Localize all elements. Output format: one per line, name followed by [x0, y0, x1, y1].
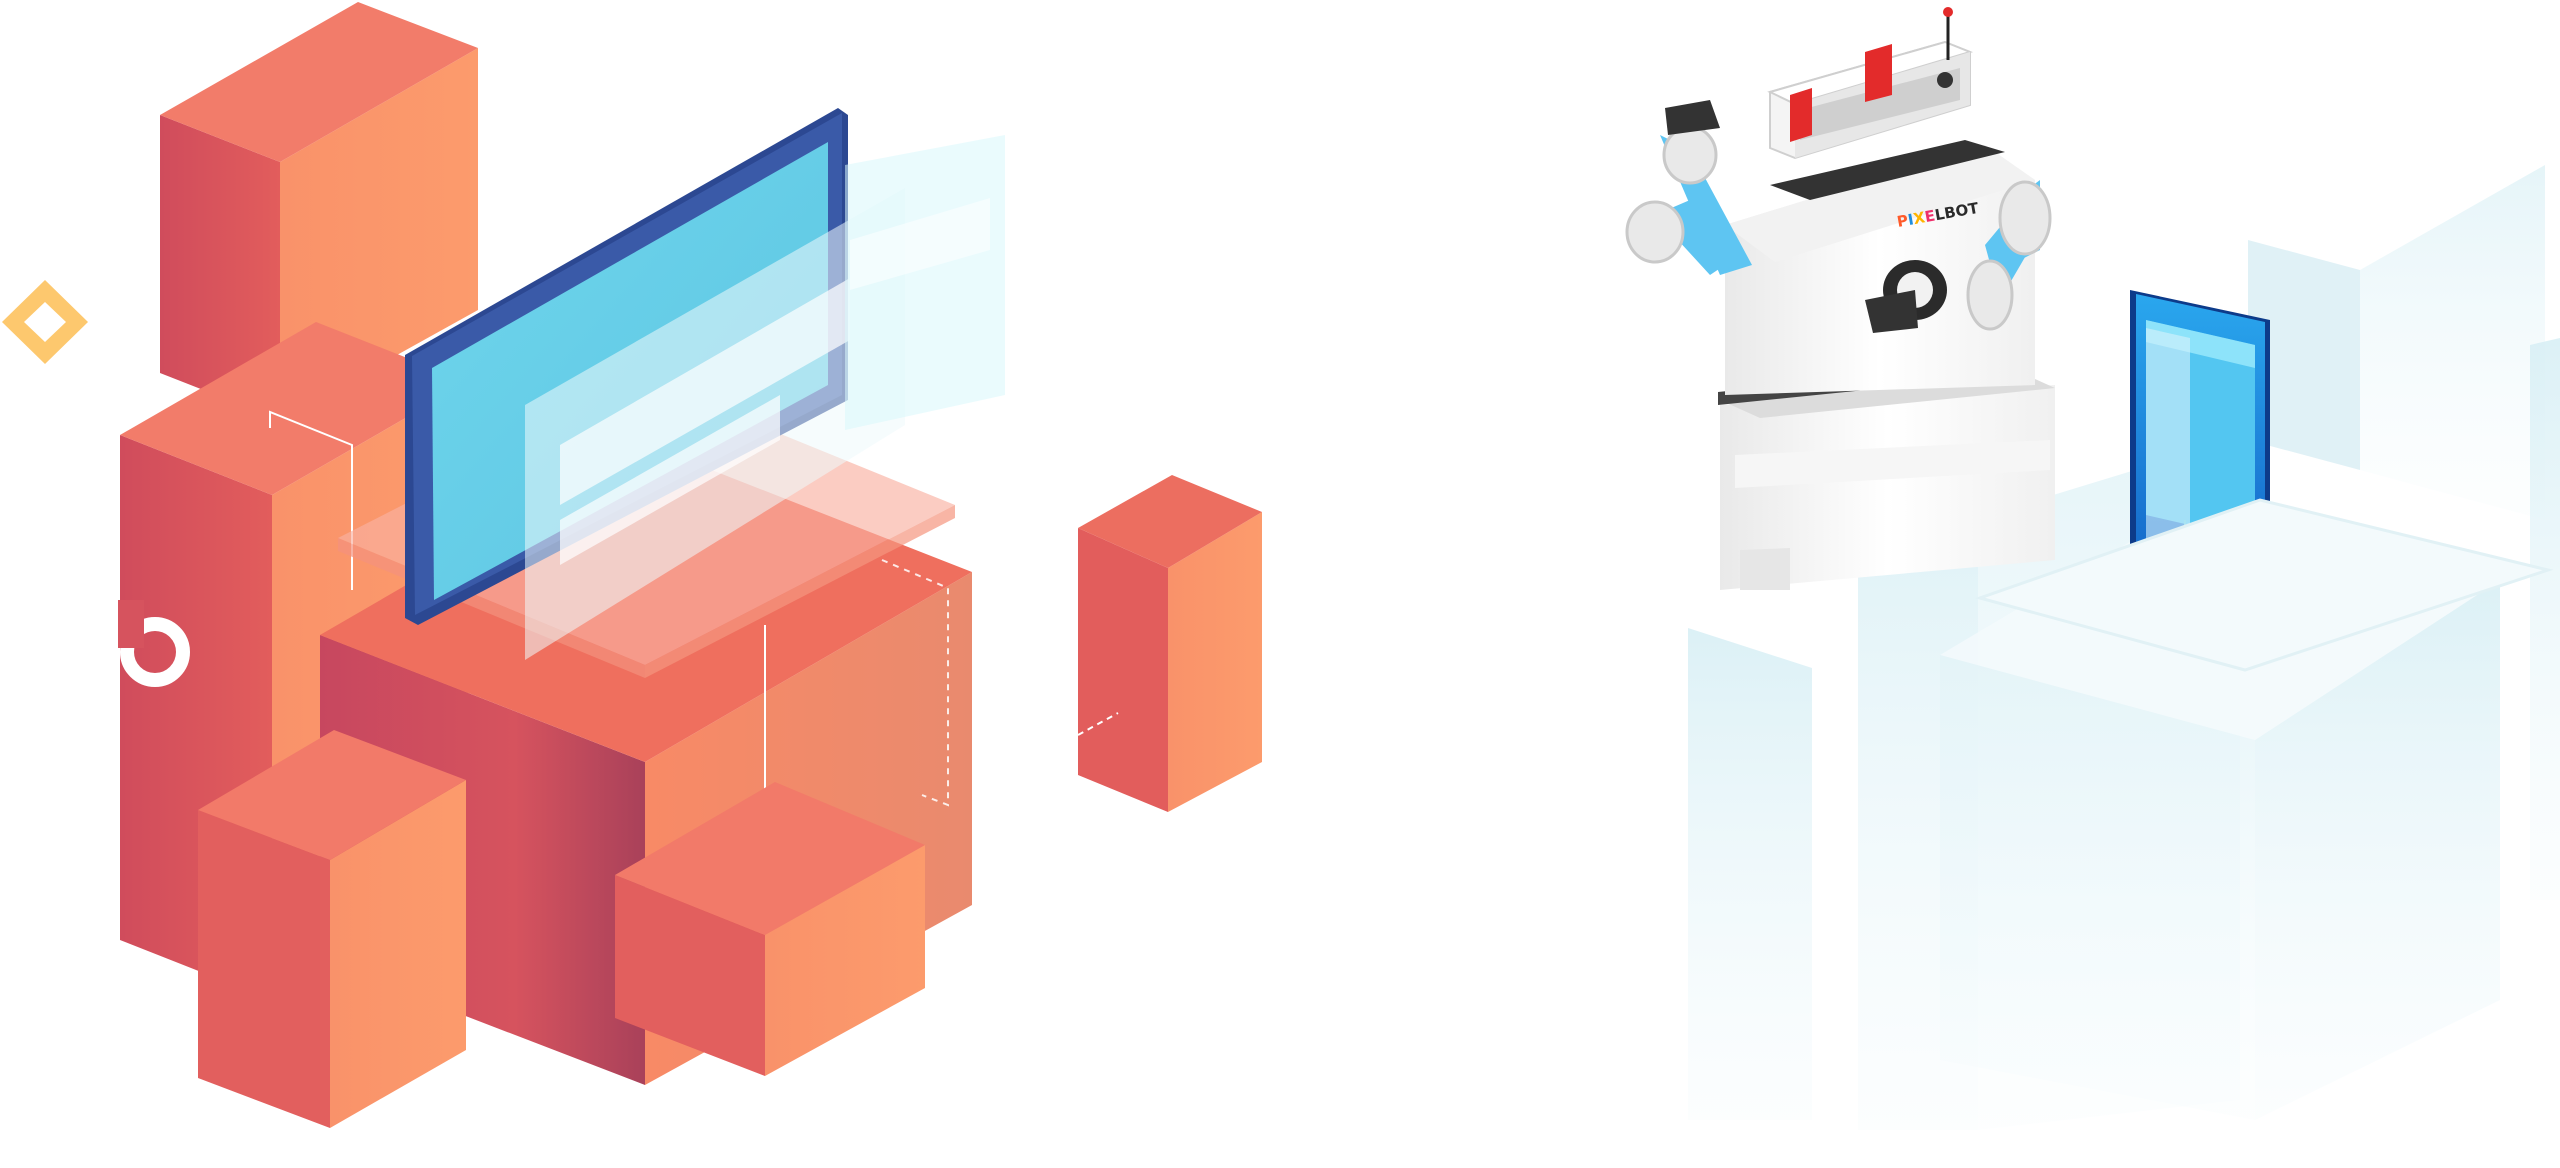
robot-logo-letter: O	[1954, 201, 1970, 221]
robot-body	[1718, 362, 2055, 590]
front-left-block	[198, 730, 466, 1128]
robot-logo-letter: I	[1906, 210, 1915, 229]
robot-logo-letter: L	[1933, 205, 1946, 224]
diamond-icon	[2, 280, 88, 364]
bracket-line	[269, 410, 353, 590]
glass-panels	[525, 135, 1005, 660]
robot-logo-letter: P	[1896, 211, 1910, 231]
dashed-outline	[881, 559, 949, 807]
robot-logo-letter: T	[1967, 199, 1981, 219]
left-block-illustration	[2, 2, 1262, 1128]
robot-arm-right	[1865, 180, 2052, 333]
small-standalone-block	[1077, 475, 1262, 812]
robot-torso	[1725, 140, 2035, 395]
robot-arm-left	[1625, 100, 1752, 275]
robot-logo: PIXELBOT	[1896, 199, 1981, 231]
robot-logo-letter: B	[1943, 203, 1957, 223]
robot-head	[1767, 7, 1974, 160]
tall-back-block	[160, 2, 478, 420]
right-robot-illustration: PIXELBOT	[1625, 7, 2560, 1130]
robot-logo-letter: X	[1912, 208, 1927, 228]
robot-logo-letter: E	[1923, 207, 1936, 227]
robot-logo-text: PIXELBOT	[1896, 199, 1981, 231]
front-right-block	[615, 782, 925, 1076]
tablet-platform	[1974, 498, 2554, 672]
ring-icon	[118, 600, 190, 687]
